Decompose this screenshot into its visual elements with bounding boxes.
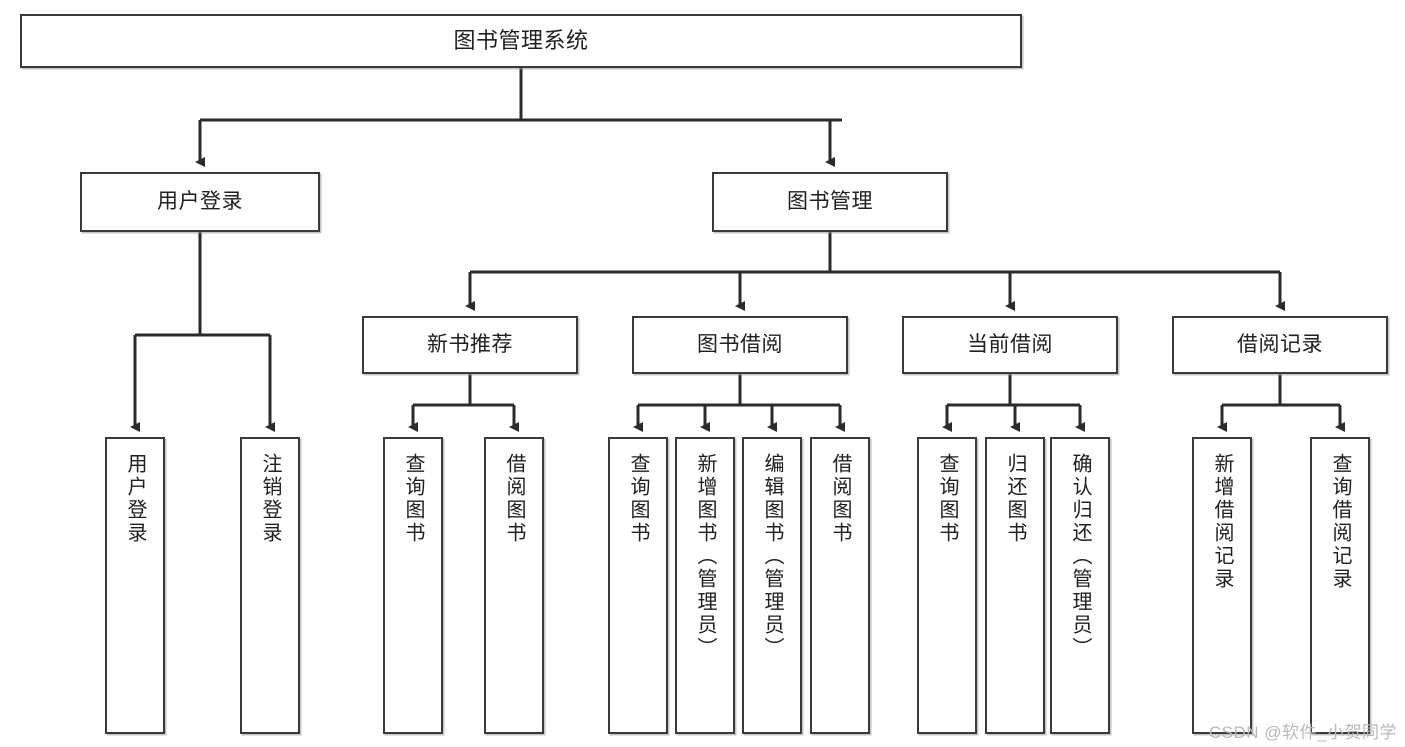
leaf-query-book-borrow[interactable]: 查询图书 — [608, 437, 668, 734]
leaf-query-borrow-record[interactable]: 查询借阅记录 — [1310, 437, 1370, 734]
leaf-add-borrow-record[interactable]: 新增借阅记录 — [1192, 437, 1252, 734]
node-label: 图书管理 — [787, 189, 873, 213]
node-current-borrow[interactable]: 当前借阅 — [902, 316, 1118, 374]
node-borrow-record[interactable]: 借阅记录 — [1172, 316, 1388, 374]
leaf-query-book-recommend[interactable]: 查询图书 — [383, 437, 443, 734]
node-label: 用户登录 — [124, 453, 146, 545]
node-user-login[interactable]: 用户登录 — [80, 172, 320, 232]
node-label: 查询图书 — [936, 453, 958, 545]
node-label: 新增图书（管理员） — [694, 453, 716, 660]
leaf-add-book-admin[interactable]: 新增图书（管理员） — [675, 437, 735, 734]
leaf-borrow-book[interactable]: 借阅图书 — [810, 437, 870, 734]
node-label: 编辑图书（管理员） — [761, 453, 783, 660]
leaf-edit-book-admin[interactable]: 编辑图书（管理员） — [742, 437, 802, 734]
leaf-logout-login[interactable]: 注销登录 — [240, 437, 300, 734]
node-book-management[interactable]: 图书管理 — [712, 172, 948, 232]
leaf-user-login[interactable]: 用户登录 — [105, 437, 165, 734]
node-new-book-recommend[interactable]: 新书推荐 — [362, 316, 578, 374]
node-label: 图书管理系统 — [453, 28, 589, 54]
node-root-book-management-system[interactable]: 图书管理系统 — [20, 14, 1022, 68]
leaf-borrow-book-recommend[interactable]: 借阅图书 — [484, 437, 544, 734]
node-label: 查询图书 — [627, 453, 649, 545]
node-label: 查询借阅记录 — [1329, 453, 1351, 591]
node-label: 查询图书 — [402, 453, 424, 545]
node-book-borrow[interactable]: 图书借阅 — [632, 316, 848, 374]
node-label: 当前借阅 — [967, 332, 1053, 356]
node-label: 用户登录 — [157, 189, 243, 213]
node-label: 确认归还（管理员） — [1069, 453, 1091, 660]
node-label: 借阅记录 — [1237, 332, 1323, 356]
node-label: 归还图书 — [1004, 453, 1026, 545]
watermark: CSDN @软件_小贺同学 — [1208, 723, 1397, 742]
node-label: 图书借阅 — [697, 332, 783, 356]
leaf-query-book-current[interactable]: 查询图书 — [917, 437, 977, 734]
node-label: 借阅图书 — [503, 453, 525, 545]
node-label: 新书推荐 — [427, 332, 513, 356]
node-label: 新增借阅记录 — [1211, 453, 1233, 591]
node-label: 借阅图书 — [829, 453, 851, 545]
leaf-confirm-return-admin[interactable]: 确认归还（管理员） — [1050, 437, 1110, 734]
node-label: 注销登录 — [259, 453, 281, 545]
leaf-return-book[interactable]: 归还图书 — [985, 437, 1045, 734]
